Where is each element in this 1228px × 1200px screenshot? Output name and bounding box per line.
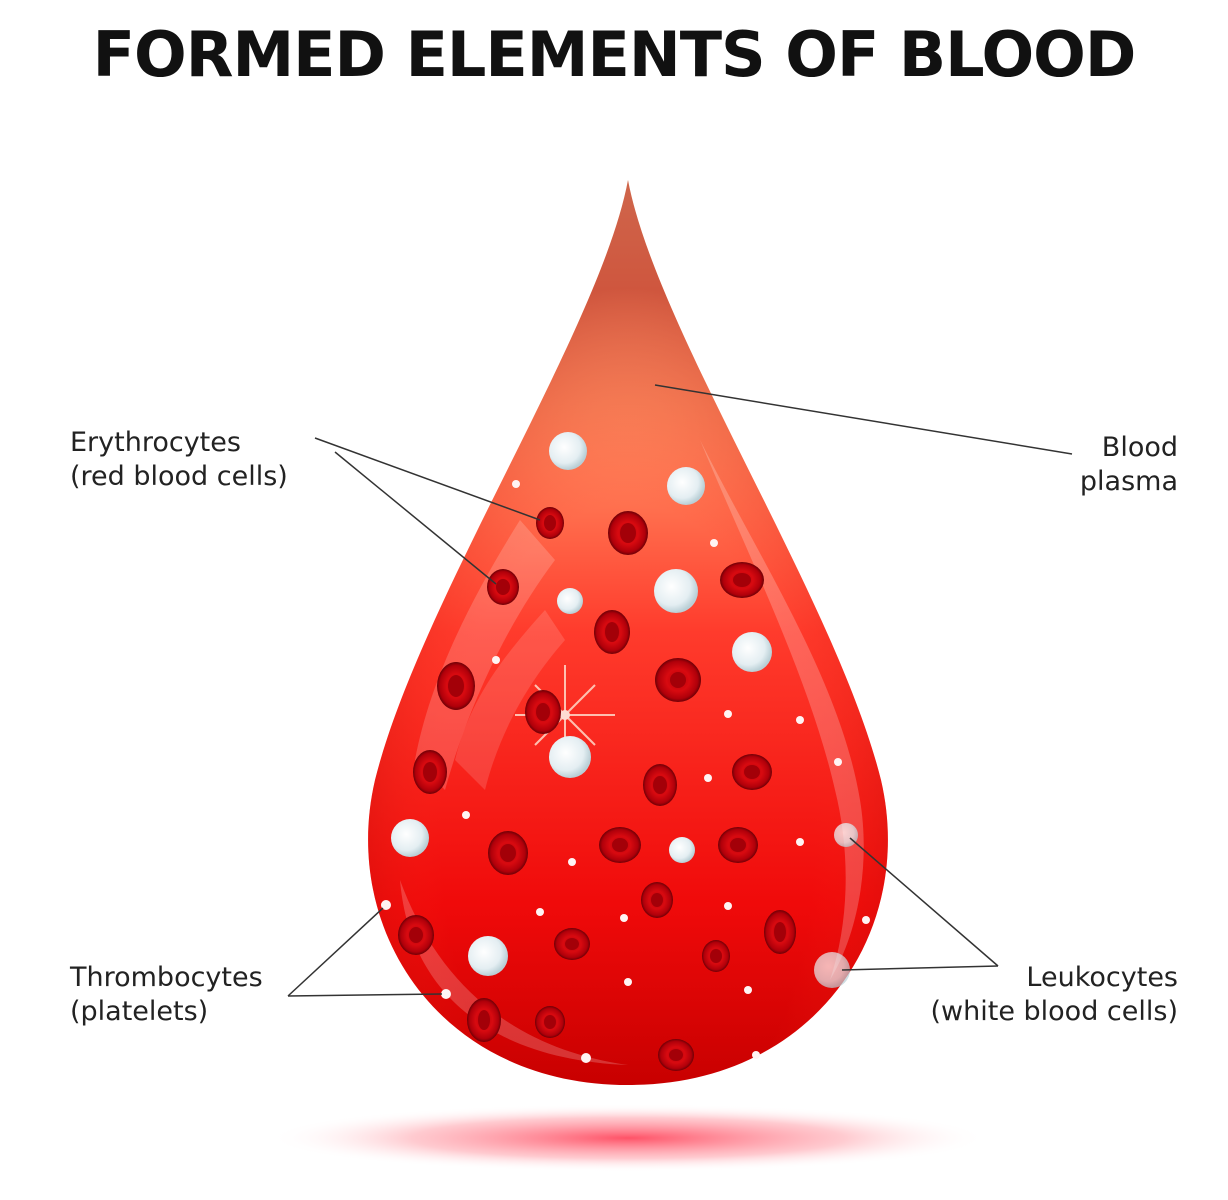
thrombocytes-label: Thrombocytes (platelets) <box>70 961 263 1029</box>
leader-plasma <box>654 384 1073 455</box>
plasma-label-line1: Blood <box>1101 432 1178 463</box>
erythrocytes-label-line1: Erythrocytes <box>70 427 241 458</box>
leader-erythrocytes-2 <box>334 451 497 585</box>
drop-highlight-bottom <box>400 880 628 1065</box>
leukocytes-label: Leukocytes (white blood cells) <box>931 961 1178 1029</box>
white-blood-cells <box>391 432 858 988</box>
thrombocytes-label-line2: (platelets) <box>70 996 209 1027</box>
plasma-label-line2: plasma <box>1079 466 1178 497</box>
drop-shadow <box>268 1104 988 1172</box>
drop-highlight-right <box>700 440 864 980</box>
leader-thrombocytes-2 <box>287 993 443 997</box>
erythrocytes-label-line2: (red blood cells) <box>70 461 288 492</box>
platelets <box>381 480 870 1063</box>
blood-plasma-label: Blood plasma <box>1080 431 1178 499</box>
drop-highlight-left <box>415 520 555 790</box>
leader-leukocytes-1 <box>849 837 999 967</box>
leukocytes-label-line1: Leukocytes <box>1026 962 1178 993</box>
leader-lines <box>287 384 1073 997</box>
erythrocytes-label: Erythrocytes (red blood cells) <box>70 426 288 494</box>
thrombocytes-label-line1: Thrombocytes <box>70 962 263 993</box>
leader-thrombocytes-1 <box>287 907 384 997</box>
page-title: FORMED ELEMENTS OF BLOOD <box>92 18 1137 91</box>
drop-highlight-panel <box>455 610 565 790</box>
leukocytes-label-line2: (white blood cells) <box>930 996 1178 1027</box>
leader-leukocytes-2 <box>841 965 999 971</box>
red-blood-cells <box>398 507 796 1071</box>
leader-erythrocytes-1 <box>314 437 541 521</box>
